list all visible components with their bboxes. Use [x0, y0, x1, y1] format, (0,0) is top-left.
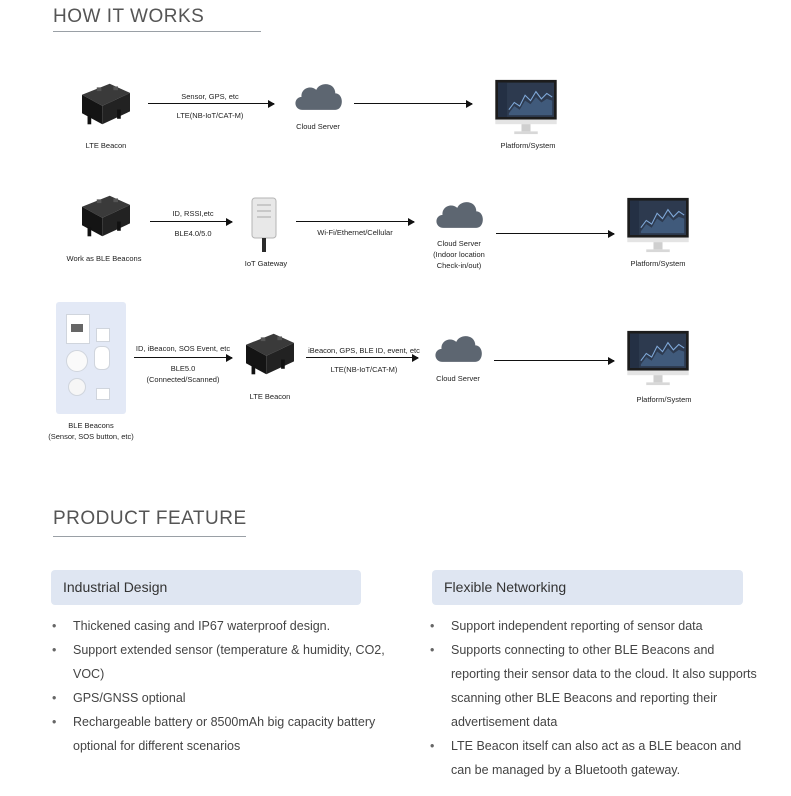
how-it-works-title: HOW IT WORKS — [53, 6, 205, 27]
list-item: GPS/GNSS optional — [52, 686, 392, 710]
row1-arrow-bottom-label: LTE(NB-IoT/CAT-M) — [176, 111, 244, 120]
row2-arrow1-top-label: ID, RSSI,etc — [172, 209, 214, 218]
monitor-icon — [626, 197, 690, 253]
row2-arrow-2 — [296, 217, 415, 226]
product-feature-rule — [53, 536, 246, 537]
row2-platform-label: Platform/System — [630, 259, 686, 268]
monitor-icon — [494, 79, 558, 135]
row3-arrow-3 — [494, 356, 615, 365]
lte-beacon-icon — [78, 80, 134, 128]
flexible-networking-heading: Flexible Networking — [432, 570, 743, 605]
row2-device-label: Work as BLE Beacons — [66, 254, 142, 263]
row1-arrow-1 — [148, 99, 275, 108]
row2-cloud-label-1: Cloud Server — [437, 239, 481, 248]
row2-arrow2-top-label: Wi-Fi/Ethernet/Cellular — [317, 228, 393, 237]
list-item: Support independent reporting of sensor … — [430, 614, 760, 638]
how-it-works-rule — [53, 31, 261, 32]
list-item: Rechargeable battery or 8500mAh big capa… — [52, 710, 392, 758]
row2-cloud-label-3: Check-in/out) — [436, 261, 482, 270]
list-item: LTE Beacon itself can also act as a BLE … — [430, 734, 760, 782]
row3-arrow2-top-label: iBeacon, GPS, BLE ID, event, etc — [308, 346, 420, 355]
row3-beacons-label-1: BLE Beacons — [68, 421, 114, 430]
row2-gateway-label: IoT Gateway — [244, 259, 288, 268]
monitor-icon — [626, 330, 690, 386]
row2-arrow-3 — [496, 229, 615, 238]
flexible-networking-list: Support independent reporting of sensor … — [430, 614, 760, 782]
cloud-icon — [433, 198, 485, 230]
cloud-icon — [292, 80, 344, 112]
industrial-design-heading: Industrial Design — [51, 570, 361, 605]
lte-beacon-icon — [242, 330, 298, 378]
industrial-design-list: Thickened casing and IP67 waterproof des… — [52, 614, 392, 758]
row3-arrow-2 — [306, 353, 419, 362]
row3-arrow2-bottom-label: LTE(NB-IoT/CAT-M) — [330, 365, 398, 374]
list-item: Support extended sensor (temperature & h… — [52, 638, 392, 686]
list-item: Thickened casing and IP67 waterproof des… — [52, 614, 392, 638]
row2-arrow1-bottom-label: BLE4.0/5.0 — [174, 229, 212, 238]
product-feature-title: PRODUCT FEATURE — [53, 508, 247, 529]
cloud-icon — [432, 332, 484, 364]
row3-arrow-1 — [134, 353, 233, 362]
row3-arrow1-bottom-label-1: BLE5.0 — [170, 364, 196, 373]
row3-arrow1-top-label: ID, iBeacon, SOS Event, etc — [135, 344, 231, 353]
row1-platform-label: Platform/System — [500, 141, 556, 150]
ble-beacons-panel-icon — [56, 302, 126, 414]
list-item: Supports connecting to other BLE Beacons… — [430, 638, 760, 734]
row1-arrow-2 — [354, 99, 473, 108]
row1-cloud-label: Cloud Server — [296, 122, 340, 131]
row2-cloud-label-2: (Indoor location — [433, 250, 485, 259]
row3-beacons-label-2: (Sensor, SOS button, etc) — [48, 432, 134, 441]
row1-device-label: LTE Beacon — [85, 141, 127, 150]
row3-cloud-label: Cloud Server — [436, 374, 480, 383]
row3-arrow1-bottom-label-2: (Connected/Scanned) — [146, 375, 220, 384]
row3-device-label: LTE Beacon — [249, 392, 291, 401]
row3-platform-label: Platform/System — [636, 395, 692, 404]
row2-arrow-1 — [150, 217, 233, 226]
row1-arrow-top-label: Sensor, GPS, etc — [181, 92, 239, 101]
gateway-icon — [251, 197, 277, 252]
lte-beacon-icon — [78, 192, 134, 240]
